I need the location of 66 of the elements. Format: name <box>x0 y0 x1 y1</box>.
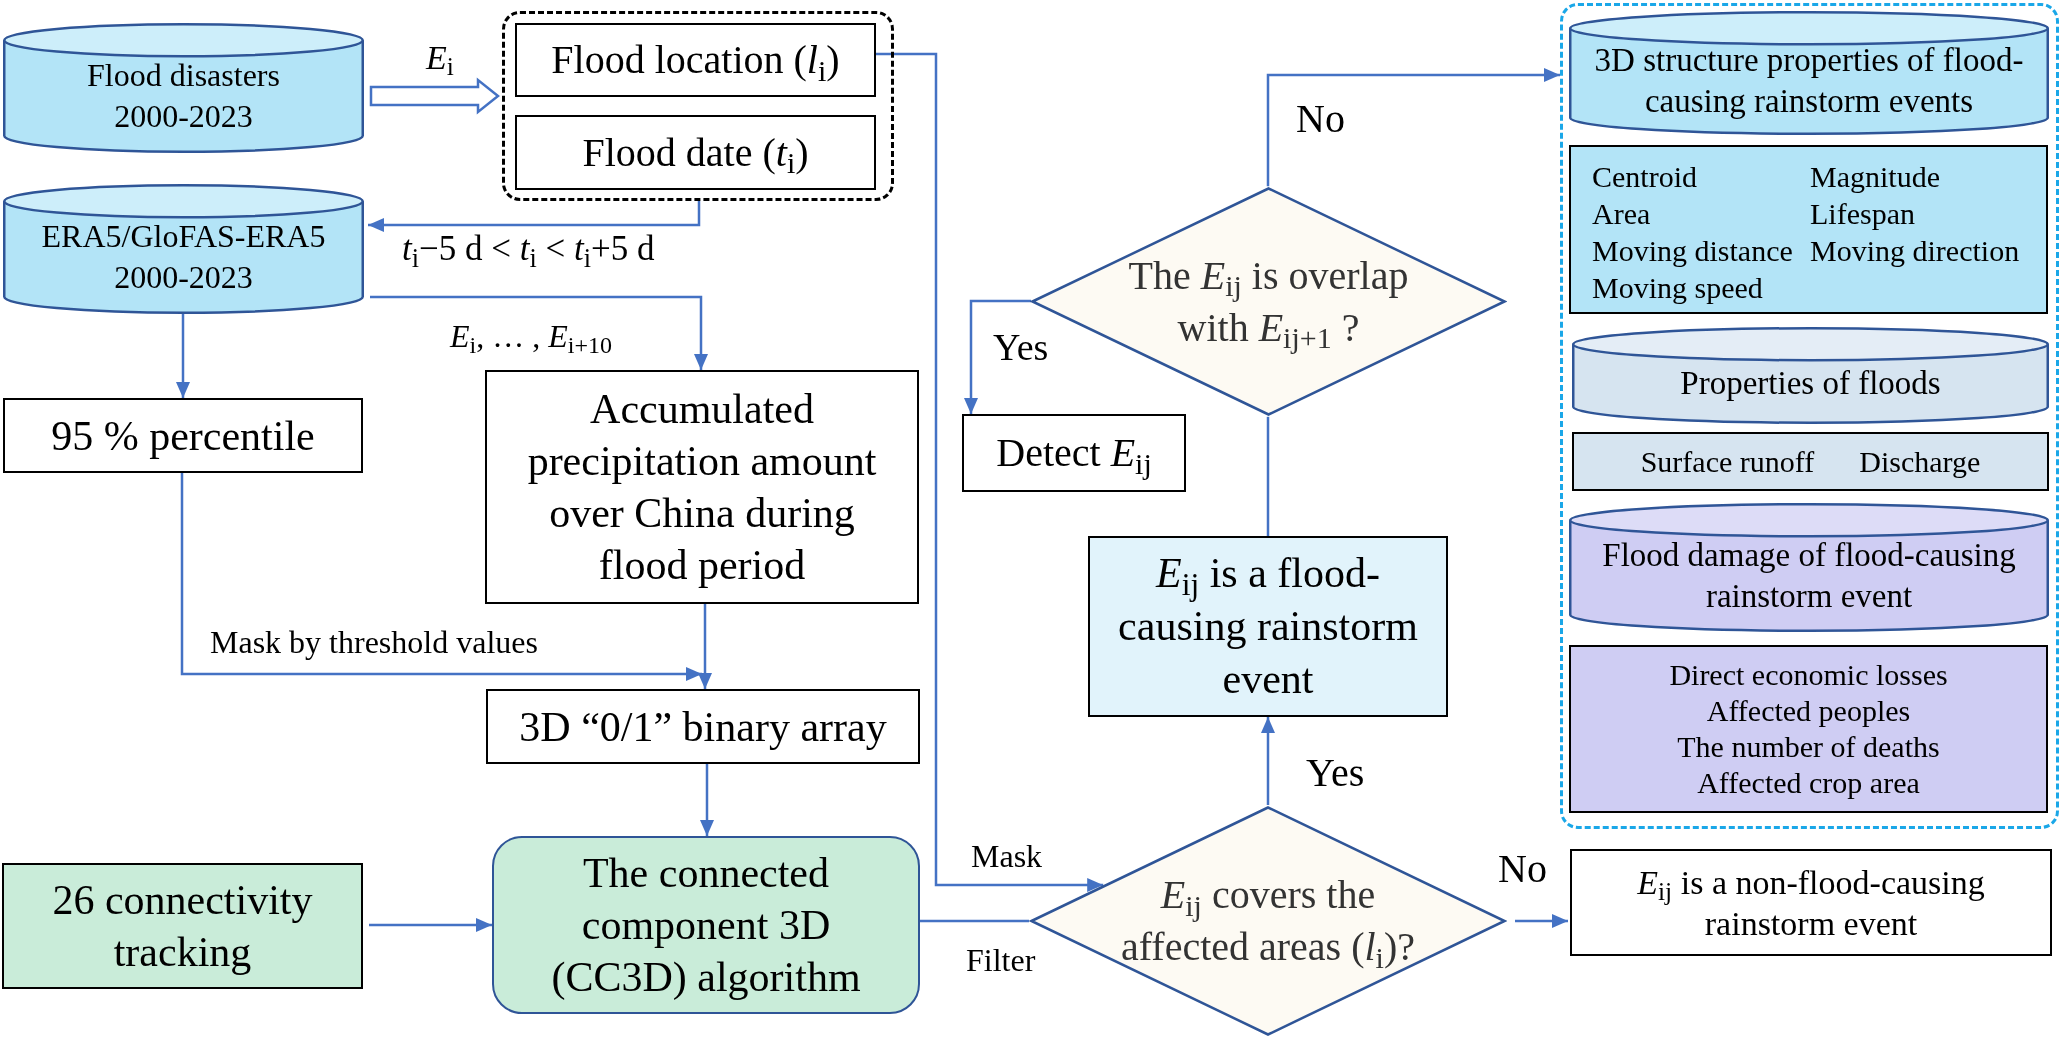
property-panel <box>1569 645 2048 813</box>
database-cylinder <box>1569 503 2049 632</box>
arrow <box>1261 717 1275 805</box>
arrow <box>876 52 1104 892</box>
process-box <box>3 398 363 473</box>
property-item: Area <box>1592 196 1651 232</box>
arrow <box>176 314 190 398</box>
connector-line <box>1266 416 1270 536</box>
database-cylinder <box>3 23 364 153</box>
step-label: 95 % percentile <box>51 411 315 461</box>
dataset-label: 3D structure properties of flood-causing rainstorm events <box>1593 41 2025 121</box>
arrow <box>698 604 712 689</box>
database-cylinder <box>1569 11 2049 135</box>
step-label: Flood date (t$_{i}$) <box>582 128 809 177</box>
property-item: Moving direction <box>1810 233 2020 269</box>
property-panel <box>1572 432 2049 491</box>
dashed-group-frame <box>502 11 894 201</box>
arrow <box>368 201 701 232</box>
property-item: Magnitude <box>1810 159 1940 195</box>
process-box <box>515 23 876 97</box>
question-text: The E$_{ij}$ is overlap with E$_{ij+1}$ ? <box>1127 251 1410 354</box>
result-box <box>1088 536 1448 717</box>
property-item: Affected peoples <box>1706 693 1911 729</box>
result-box <box>1570 849 2052 956</box>
process-box <box>485 370 919 604</box>
step-label: E$_{ij}$ is a non-flood-causing rainstorm event <box>1636 862 1986 944</box>
dashed-group-frame <box>1560 3 2059 829</box>
process-box <box>486 689 920 764</box>
process-box <box>515 115 876 190</box>
rounded-process-box <box>492 836 920 1014</box>
question-text: E$_{ij}$ covers the affected areas (l$_{i}$)? <box>1119 871 1417 973</box>
property-item: Affected crop area <box>1697 765 1920 801</box>
property-panel <box>1569 145 2048 314</box>
arrow <box>964 299 1031 414</box>
dataset-label: 2000-2023 <box>114 258 253 297</box>
property-item: Moving speed <box>1592 270 1763 306</box>
dataset-label: 2000-2023 <box>114 97 253 136</box>
process-box <box>962 414 1186 492</box>
dataset-label: Properties of floods <box>1680 364 1941 403</box>
property-item: Lifespan <box>1810 196 1915 232</box>
step-label: The connected component 3D (CC3D) algorithm <box>550 849 862 1002</box>
arrow <box>700 764 714 836</box>
dataset-label: Flood disasters <box>87 56 280 95</box>
arrow <box>369 918 492 932</box>
property-item: Discharge <box>1859 444 1981 480</box>
process-box <box>2 863 363 989</box>
dataset-label: ERA5/GloFAS-ERA5 <box>41 217 326 256</box>
arrow <box>180 473 702 681</box>
property-item: The number of deaths <box>1677 729 1940 765</box>
arrow <box>1515 914 1568 928</box>
property-item: Direct economic losses <box>1669 657 1948 693</box>
database-cylinder <box>3 184 364 314</box>
connector-line <box>920 919 1029 923</box>
arrow <box>370 295 708 370</box>
step-label: Accumulated precipitation amount over China during flood period <box>526 385 878 590</box>
database-cylinder <box>1572 327 2049 424</box>
step-label: 3D “0/1” binary array <box>519 702 887 752</box>
step-label: E$_{ij}$ is a flood-causing rainstorm event <box>1117 549 1419 704</box>
arrow <box>1266 68 1560 187</box>
step-label: 26 connectivity tracking <box>51 876 314 977</box>
block-arrow <box>369 77 500 115</box>
property-item: Centroid <box>1592 159 1697 195</box>
step-label: Flood location (l$_{i}$) <box>551 36 840 84</box>
property-item: Moving distance <box>1592 233 1793 269</box>
property-item: Surface runoff <box>1640 444 1815 480</box>
dataset-label: Flood damage of flood-causing rainstorm event <box>1601 535 2017 616</box>
